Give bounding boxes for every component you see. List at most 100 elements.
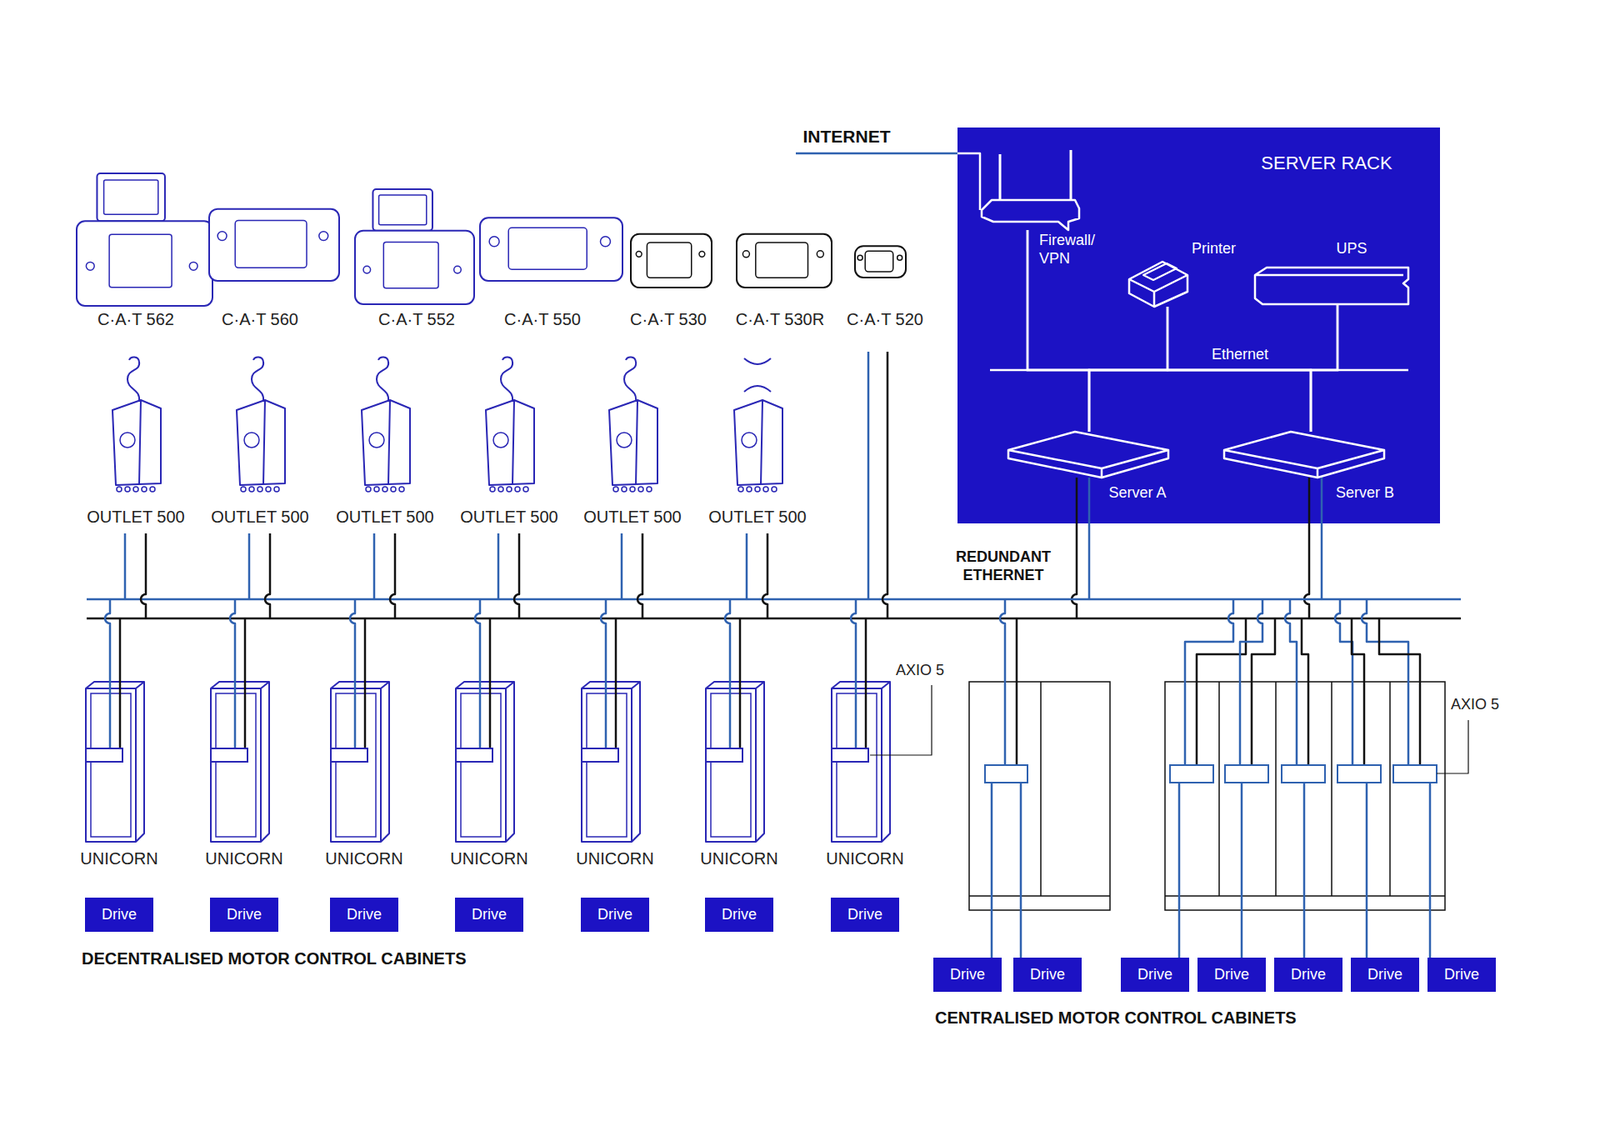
drive-box: Drive [830, 897, 900, 932]
node-label: UNICORN [325, 848, 403, 869]
server-rack: SERVER RACKFirewall/ VPNPrinterUPSServer… [957, 127, 1440, 524]
cat-drop [882, 351, 888, 619]
outlet-pin [506, 486, 512, 492]
outlet-pin [515, 486, 520, 492]
node-label: C·A·T 550 [504, 309, 581, 330]
cabinet-outline [581, 681, 640, 842]
outlet-pin [638, 486, 644, 492]
wireless-symbol [744, 385, 771, 392]
outlet-drop [248, 533, 251, 600]
printer-paper [1143, 263, 1177, 280]
cabinet-outline [330, 681, 390, 842]
cabinet-drop [865, 618, 868, 749]
console-base [736, 234, 832, 288]
cabinet-drop [1000, 599, 1005, 765]
printer-symbol [1129, 261, 1188, 307]
node-label: C·A·T 560 [221, 309, 299, 330]
wireless-symbol [744, 358, 771, 365]
device-node: C·A·T 562 [76, 173, 213, 306]
cabinet-drop [615, 618, 618, 749]
device-node: OUTLET 500 [105, 356, 166, 492]
outlet-pin [621, 486, 627, 492]
section-caption: CENTRALISED MOTOR CONTROL CABINETS [935, 1007, 1297, 1028]
cabinet-drop [244, 618, 247, 749]
console-knob [319, 231, 329, 241]
node-label: OUTLET 500 [210, 506, 309, 527]
cabinet-drop [1251, 618, 1275, 765]
outlet-drop [762, 533, 768, 619]
console-knob [816, 250, 824, 258]
device-node: C·A·T 530R [736, 226, 832, 288]
axio-module [1393, 765, 1437, 783]
outlet-socket [616, 432, 632, 448]
cabinet-outline [210, 681, 270, 842]
console-knob [189, 261, 198, 270]
node-label: OUTLET 500 [335, 506, 434, 527]
device-node: OUTLET 500 [479, 356, 540, 492]
internet-line [795, 152, 958, 155]
device-node: C·A·T 552 [355, 189, 475, 305]
console-screen [646, 242, 691, 278]
ups-symbol [1255, 267, 1409, 305]
node-label: Printer [1191, 240, 1236, 259]
outlet-drop [637, 533, 643, 619]
outlet-drop [373, 533, 376, 600]
node-label: Server A [1108, 484, 1166, 503]
cabinet-drop [1185, 599, 1234, 765]
node-label: OUTLET 500 [708, 506, 806, 527]
cat-drop [867, 351, 870, 600]
outlet-drop [265, 533, 270, 619]
node-label: UNICORN [825, 848, 904, 869]
central-cabinet [969, 681, 1110, 910]
redundant-ethernet-drop [1320, 477, 1324, 600]
drive-box: Drive [933, 957, 1002, 992]
outlet-pin [613, 486, 619, 492]
console-screen [865, 250, 894, 272]
device-node: Server B [1224, 431, 1385, 478]
outlet-socket [120, 432, 135, 448]
device-node: UPS [1255, 267, 1409, 305]
outlet-drop [514, 533, 520, 619]
server-symbol [1008, 431, 1169, 478]
node-label: Server B [1335, 484, 1395, 503]
console-lid-screen [104, 180, 159, 215]
axio-module [831, 748, 869, 762]
axio-module [455, 748, 493, 762]
cabinet-drop [1351, 618, 1365, 765]
drive-box: Drive [1274, 957, 1343, 992]
drive-box: Drive [210, 897, 279, 932]
console-lid [96, 173, 165, 221]
drive-box: Drive [1350, 957, 1420, 992]
device-node: UNICORN [451, 681, 523, 844]
console-screen [508, 227, 587, 270]
cabinet-drop [850, 599, 856, 749]
outlet-pin [498, 486, 504, 492]
console-lid [372, 189, 433, 231]
leader-line [870, 685, 932, 755]
outlet-symbol [236, 400, 285, 485]
device-node: C·A·T 530 [630, 226, 712, 288]
server-symbol [1224, 431, 1385, 478]
device-node: UNICORN [326, 681, 398, 844]
redundant-ethernet-bus [86, 598, 1461, 601]
node-label: UNICORN [80, 848, 158, 869]
redundant-ethernet-drop [1071, 477, 1077, 619]
drive-label: Drive [847, 905, 883, 925]
device-node: OUTLET 500 [602, 356, 663, 492]
outlet-pin [116, 486, 122, 492]
drive-label: Drive [346, 905, 382, 925]
drive-box: Drive [1197, 957, 1266, 992]
console-knob [85, 261, 95, 270]
outlet-pin [133, 486, 139, 492]
drive-box: Drive [580, 897, 650, 932]
outlet-pin [523, 486, 529, 492]
axio-module [210, 748, 248, 762]
cabinet-outline [705, 681, 765, 842]
device-node: Firewall/ VPN [979, 142, 1080, 230]
drive-label: Drive [1367, 965, 1403, 985]
console-base [209, 209, 340, 281]
router-antenna [1000, 150, 1071, 200]
drive-label: Drive [1030, 965, 1065, 985]
console-base [630, 234, 712, 288]
console-screen [755, 242, 809, 278]
